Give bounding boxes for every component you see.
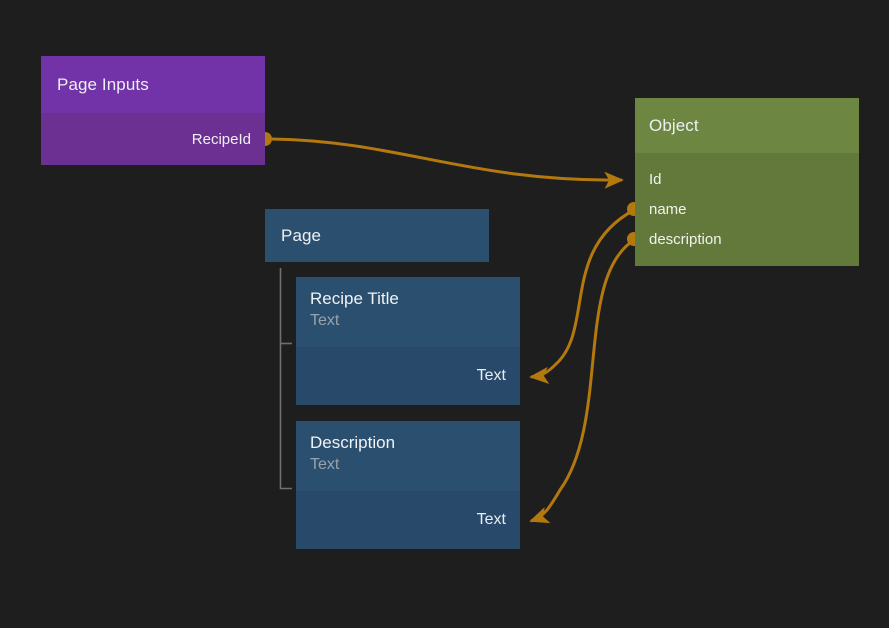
wire-name-to-recipe-title	[529, 208, 635, 384]
node-page-inputs-header[interactable]: Page Inputs	[41, 56, 265, 113]
node-object[interactable]: Object Id name description	[635, 98, 859, 266]
node-object-header[interactable]: Object	[635, 98, 859, 153]
node-page[interactable]: Page	[265, 209, 489, 262]
node-description-binding-label: Text	[476, 511, 506, 528]
node-recipe-title-header[interactable]: Recipe Title Text	[296, 277, 520, 347]
object-field-id-label: Id	[649, 170, 662, 188]
node-description-binding-row[interactable]: Text	[296, 491, 520, 549]
wire-recipeid-to-id	[271, 137, 624, 189]
node-description-subtitle: Text	[310, 456, 340, 473]
node-description[interactable]: Description Text Text	[296, 421, 520, 549]
node-description-header[interactable]: Description Text	[296, 421, 520, 491]
object-field-description-label: description	[649, 230, 722, 248]
wire-description-to-description	[529, 238, 635, 524]
node-page-inputs-title: Page Inputs	[57, 74, 149, 94]
node-page-header[interactable]: Page	[265, 209, 489, 262]
node-object-body: Id name description	[635, 153, 859, 266]
node-recipe-title[interactable]: Recipe Title Text Text	[296, 277, 520, 405]
node-recipe-title-binding-label: Text	[476, 367, 506, 384]
object-field-name[interactable]: name	[649, 194, 859, 224]
node-page-inputs-body[interactable]: RecipeId	[41, 113, 265, 165]
node-recipe-title-subtitle: Text	[310, 312, 340, 329]
node-description-label: Description	[310, 433, 396, 452]
object-field-description[interactable]: description	[649, 224, 859, 254]
object-field-id[interactable]: Id	[649, 164, 859, 194]
node-object-title: Object	[649, 115, 699, 135]
node-page-inputs[interactable]: Page Inputs RecipeId	[41, 56, 265, 165]
object-field-name-label: name	[649, 200, 687, 218]
port-label-recipeid: RecipeId	[191, 130, 251, 148]
node-page-title: Page	[281, 225, 322, 245]
node-recipe-title-label: Recipe Title	[310, 289, 399, 308]
node-recipe-title-binding-row[interactable]: Text	[296, 347, 520, 405]
